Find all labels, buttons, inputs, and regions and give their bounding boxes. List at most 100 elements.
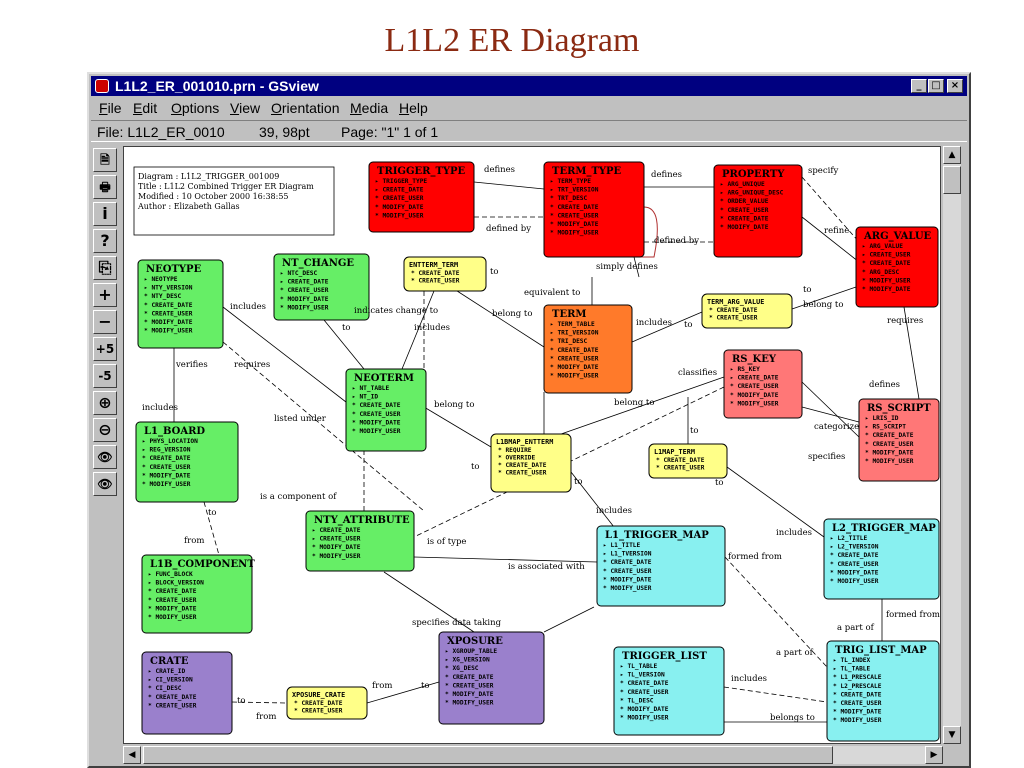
menu-view[interactable]: View (230, 100, 261, 116)
entity-attribute: * MODIFY_USER (865, 458, 914, 465)
entity-neoterm: NEOTERM▸ NT_TABLE▸ NT_ID* CREATE_DATE* C… (345, 368, 427, 452)
relationship-line (323, 319, 365, 370)
entity-name: L1_TRIGGER_MAP (605, 530, 709, 541)
relationship-label: is associated with (508, 562, 585, 572)
relationship-label: to (715, 478, 724, 488)
entity-attribute: * MODIFY_DATE (830, 569, 879, 576)
horizontal-scroll-thumb[interactable] (143, 746, 833, 764)
next-page-icon[interactable]: + (93, 283, 117, 307)
goto-page-icon[interactable]: ⎘ (93, 256, 117, 280)
prev-page-icon[interactable]: − (93, 310, 117, 334)
association-attribute: * CREATE_USER (498, 470, 547, 477)
entity-attribute: ▸ TL_TABLE (833, 666, 871, 673)
association-attribute: * OVERRIDE (498, 455, 536, 462)
relationship-line (222, 341, 425, 512)
entity-attribute: * CREATE_USER (833, 700, 882, 707)
relationship-line (203, 501, 220, 556)
minimize-button[interactable]: _ (911, 79, 927, 93)
association-attribute: * CREATE_USER (656, 465, 705, 472)
menu-edit[interactable]: Edit (133, 100, 158, 116)
relationship-line (723, 686, 828, 703)
relationship-label: specifies data taking (412, 618, 502, 628)
entity-name: L1B_COMPONENT (150, 559, 255, 570)
gsview-app-icon[interactable] (95, 79, 109, 93)
relationship-label: belong to (434, 400, 474, 410)
forward-five-icon[interactable]: +5 (93, 337, 117, 361)
relationship-label: to (690, 426, 699, 436)
relationship-line (453, 288, 545, 348)
find-text-icon[interactable]: 👁 (93, 445, 117, 469)
legend-line: Modified : 10 October 2000 16:38:55 (138, 192, 289, 201)
vertical-scroll-thumb[interactable] (943, 166, 961, 194)
relationship-label: belong to (803, 300, 843, 310)
info-icon[interactable]: i (93, 202, 117, 226)
entity-rs_key: RS_KEY▸ RS_KEY▸ CREATE_DATE* CREATE_USER… (723, 349, 803, 419)
relationship-label: to (574, 477, 583, 487)
entity-attribute: ▸ XG_VERSION (445, 657, 490, 664)
title-bar[interactable]: L1L2_ER_001010.prn - GSview _ □ × (91, 76, 967, 96)
help-icon[interactable]: ? (93, 229, 117, 253)
find-next-icon[interactable]: 👁 (93, 472, 117, 496)
entity-attribute: * CREATE_USER (144, 310, 193, 317)
entity-name: NEOTYPE (146, 264, 202, 275)
back-five-icon[interactable]: -5 (93, 364, 117, 388)
relationship-label: includes (142, 403, 178, 413)
association-attribute: * REQUIRE (498, 447, 532, 454)
entity-attribute: * NTY_DESC (144, 293, 182, 300)
entity-xposure: XPOSURE▸ XGROUP_TABLE▸ XG_VERSION* XG_DE… (438, 631, 545, 725)
entity-box (543, 161, 645, 258)
association-box (286, 686, 368, 720)
entity-arg_value: ARG_VALUE▸ ARG_VALUE▸ CREATE_USER* CREAT… (855, 226, 939, 308)
entity-attribute: * MODIFY_DATE (375, 204, 424, 211)
open-icon[interactable]: 🗎 (93, 148, 117, 172)
relationship-label: includes (596, 506, 632, 516)
entity-term: TERM▸ TERM_TABLE▸ TRI_VERSION* TRI_DESC*… (543, 304, 633, 394)
maximize-button[interactable]: □ (928, 79, 944, 93)
entity-attribute: * CREATE_DATE (144, 302, 193, 309)
entity-attribute: * MODIFY_USER (620, 715, 669, 722)
menu-orientation[interactable]: Orientation (271, 100, 340, 116)
entity-name: RS_KEY (732, 354, 777, 365)
entity-property: PROPERTY▸ ARG_UNIQUE▸ ARG_UNIQUE_DESC* O… (713, 164, 803, 258)
entity-rs_script: RS_SCRIPT▸ LRIS_ID▸ RS_SCRIPT* CREATE_DA… (858, 398, 940, 482)
size-grip[interactable] (943, 746, 961, 764)
association-box (701, 293, 793, 329)
entity-attribute: * MODIFY_USER (550, 373, 599, 380)
scroll-down-icon[interactable]: ▼ (943, 726, 961, 744)
relationship-line (801, 176, 860, 243)
relationship-line (423, 406, 492, 448)
zoom-in-icon[interactable]: ⊕ (93, 391, 117, 415)
print-icon[interactable]: 🖶 (93, 175, 117, 199)
association-name: L1BMAP_ENTTERM (496, 438, 553, 446)
zoom-out-icon[interactable]: ⊖ (93, 418, 117, 442)
vertical-scrollbar[interactable]: ▲ ▼ (943, 146, 961, 744)
scroll-right-icon[interactable]: ▶ (925, 746, 943, 764)
menu-media[interactable]: Media (350, 100, 389, 116)
entity-attribute: * CREATE_USER (550, 212, 599, 219)
close-button[interactable]: × (947, 79, 963, 93)
entity-attribute: * CREATE_DATE (862, 260, 911, 267)
scroll-up-icon[interactable]: ▲ (943, 146, 961, 164)
entity-attribute: ▸ PHYS_LOCATION (142, 438, 198, 445)
entity-attribute: * CREATE_DATE (603, 559, 652, 566)
entity-attribute: * MODIFY_USER (730, 400, 779, 407)
menu-options[interactable]: Options (171, 100, 220, 116)
relationship-label: from (184, 536, 204, 546)
entity-attribute: * CI_DESC (148, 685, 182, 692)
relationship-label: includes (636, 318, 672, 328)
entity-attribute: ▸ TERM_TYPE (550, 178, 591, 185)
scroll-left-icon[interactable]: ◀ (123, 746, 141, 764)
entity-attribute: * ARG_DESC (862, 269, 900, 276)
menu-help[interactable]: Help (399, 100, 428, 116)
relationship-line (570, 471, 615, 528)
entity-attribute: * MODIFY_USER (375, 212, 424, 219)
entity-name: NTY_ATTRIBUTE (314, 515, 410, 526)
horizontal-scrollbar[interactable]: ◀ ▶ (123, 746, 943, 764)
entity-attribute: * CREATE_DATE (352, 402, 401, 409)
entity-attribute: * MODIFY_DATE (550, 364, 599, 371)
relationship-line (401, 290, 435, 370)
menu-file[interactable]: File (99, 100, 122, 116)
